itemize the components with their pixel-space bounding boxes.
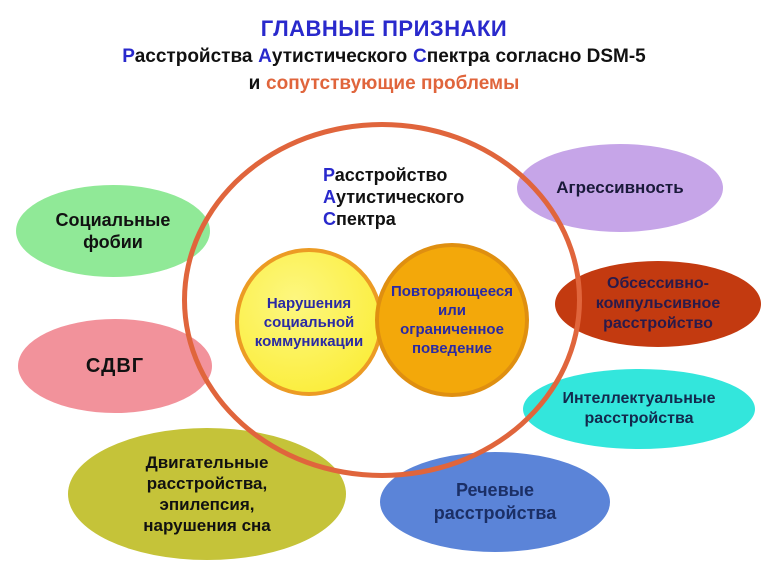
ellipse-motor-disorders-label: Двигательные расстройства, эпилепсия, на…: [143, 453, 271, 535]
ellipse-social-phobias-label: Социальные фобии: [55, 210, 171, 252]
ellipse-ocd-label: Обсессивно-компульсивное расстройство: [595, 275, 721, 332]
title-word-spektra: Спектра: [412, 46, 490, 68]
title-word-dsm5: согласно DSM-5: [495, 46, 646, 68]
ellipse-aggression: Агрессивность: [517, 144, 723, 232]
ellipse-aggression-label: Агрессивность: [556, 178, 684, 197]
ellipse-adhd: СДВГ: [18, 319, 212, 413]
venn-circle-social-communication-label: Нарушения социальной коммуникации: [254, 294, 364, 350]
asd-ring-label: Расстройство Аутистического Спектра: [323, 164, 464, 230]
ellipse-adhd-label: СДВГ: [85, 354, 145, 377]
title-line-1: ГЛАВНЫЕ ПРИЗНАКИ: [260, 16, 508, 41]
venn-circle-social-communication: Нарушения социальной коммуникации: [235, 248, 383, 396]
ellipse-ocd: Обсессивно-компульсивное расстройство: [555, 261, 761, 347]
ellipse-intellectual-disorders: Интеллектуальные расстройства: [523, 369, 755, 449]
ellipse-intellectual-disorders-label: Интеллектуальные расстройства: [562, 390, 716, 427]
title-word-rasstroystva: Расстройства: [122, 46, 253, 68]
title-word-autisticheskogo: Аутистического: [258, 46, 408, 68]
ellipse-speech-disorders-label: Речевые расстройства: [433, 480, 557, 523]
ring-label-line-2: Аутистического: [323, 187, 465, 207]
ellipse-speech-disorders: Речевые расстройства: [380, 452, 610, 552]
ellipse-social-phobias: Социальные фобии: [16, 185, 210, 277]
ring-label-line-1: Расстройство: [323, 165, 448, 185]
title-emphasis: сопутствующие проблемы: [266, 72, 520, 94]
venn-circle-repetitive-behavior: Повторяющееся или ограниченное поведение: [375, 243, 529, 397]
venn-circle-repetitive-behavior-label: Повторяющееся или ограниченное поведение: [390, 283, 514, 357]
ring-label-line-3: Спектра: [323, 209, 396, 229]
ellipse-motor-disorders: Двигательные расстройства, эпилепсия, на…: [68, 428, 346, 560]
